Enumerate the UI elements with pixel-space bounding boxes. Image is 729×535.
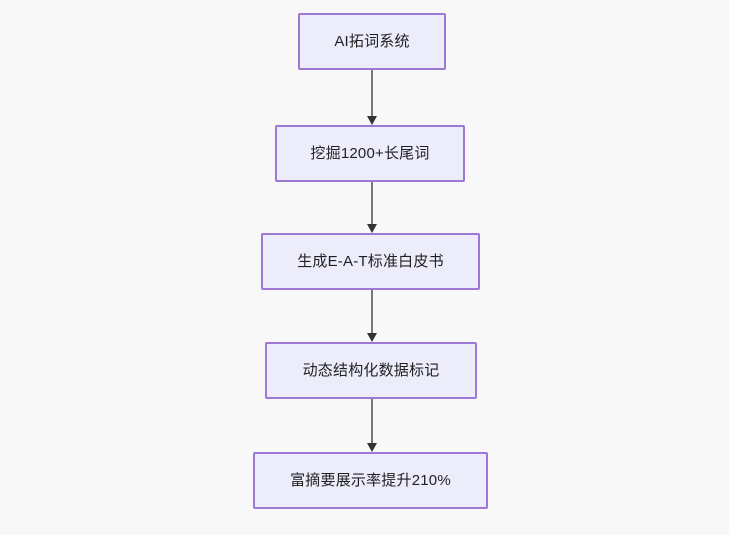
connector-line (371, 70, 373, 118)
flow-node[interactable]: 挖掘1200+长尾词 (275, 125, 465, 182)
flow-node[interactable]: 生成E-A-T标准白皮书 (261, 233, 480, 290)
flow-node-label: 富摘要展示率提升210% (290, 472, 451, 489)
flow-node[interactable]: AI拓词系统 (298, 13, 446, 70)
arrowhead-icon (366, 224, 377, 233)
flow-node-label: 挖掘1200+长尾词 (310, 145, 430, 162)
flow-node[interactable]: 动态结构化数据标记 (265, 342, 477, 399)
flow-node-label: 生成E-A-T标准白皮书 (297, 253, 444, 270)
arrowhead-icon (366, 443, 377, 452)
flow-node-label: 动态结构化数据标记 (302, 362, 440, 379)
flow-node[interactable]: 富摘要展示率提升210% (253, 452, 488, 509)
connector-line (371, 399, 373, 445)
flow-node-label: AI拓词系统 (334, 33, 410, 50)
connector-line (371, 182, 373, 226)
arrowhead-icon (366, 116, 377, 125)
connector-line (371, 290, 373, 335)
arrowhead-icon (366, 333, 377, 342)
